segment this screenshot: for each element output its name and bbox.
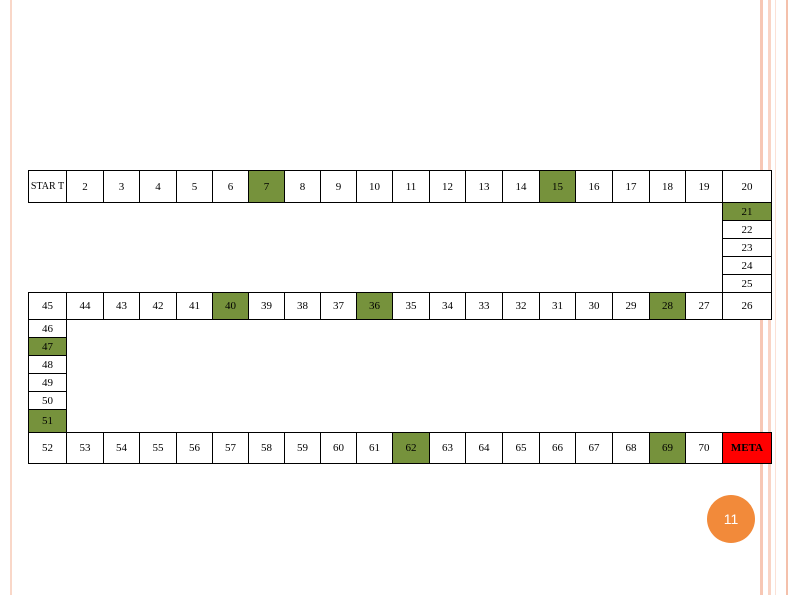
board-cell: 68 [612, 432, 650, 464]
board-cell: 55 [139, 432, 177, 464]
board-cell: 59 [284, 432, 321, 464]
board-cell: 24 [722, 256, 772, 275]
board-cell-highlighted: 15 [539, 170, 576, 203]
board-cell: 29 [612, 292, 650, 320]
board-cell: 23 [722, 238, 772, 257]
board-cell: 22 [722, 220, 772, 239]
board-cell: 52 [28, 432, 67, 464]
board-cell: 49 [28, 373, 67, 392]
board-cell: 43 [103, 292, 140, 320]
board-cell: 66 [539, 432, 576, 464]
board-cell: 70 [685, 432, 723, 464]
board-cell: 30 [575, 292, 613, 320]
board-cell-highlighted: 21 [722, 202, 772, 221]
board-cell: 45 [28, 292, 67, 320]
board-cell: 39 [248, 292, 285, 320]
board-cell: 25 [722, 274, 772, 293]
board-cell-highlighted: 7 [248, 170, 285, 203]
board-cell: 63 [429, 432, 466, 464]
board-cell: 3 [103, 170, 140, 203]
board-cell: 20 [722, 170, 772, 203]
board-cell: 32 [502, 292, 540, 320]
board-cell: 35 [392, 292, 430, 320]
board-cell-highlighted: 36 [356, 292, 393, 320]
board-cell: 50 [28, 391, 67, 410]
board-cell: 53 [66, 432, 104, 464]
board-cell: 4 [139, 170, 177, 203]
board-cell: 48 [28, 355, 67, 374]
board-cell: 17 [612, 170, 650, 203]
board-cell: 64 [465, 432, 503, 464]
board-cell-highlighted: 28 [649, 292, 686, 320]
board-cell: 46 [28, 319, 67, 338]
board-cell-highlighted: 51 [28, 409, 67, 433]
board-cell: 56 [176, 432, 213, 464]
board-cell: 54 [103, 432, 140, 464]
board-cell: 33 [465, 292, 503, 320]
board-cell: 58 [248, 432, 285, 464]
board-cell: 19 [685, 170, 723, 203]
board-cell: 37 [320, 292, 357, 320]
board-cell: 44 [66, 292, 104, 320]
board-cell-highlighted: 69 [649, 432, 686, 464]
board-cell-finish: META [722, 432, 772, 464]
slide-border-right-4 [786, 0, 788, 595]
page-number-badge: 11 [707, 495, 755, 543]
board-cell: 41 [176, 292, 213, 320]
board-cell-start: STAR T [28, 170, 67, 203]
board-cell: 61 [356, 432, 393, 464]
board-cell: 42 [139, 292, 177, 320]
board-cell: 57 [212, 432, 249, 464]
board-cell: 65 [502, 432, 540, 464]
board-cell: 13 [465, 170, 503, 203]
board-cell-highlighted: 62 [392, 432, 430, 464]
board-cell-highlighted: 47 [28, 337, 67, 356]
board-cell: 6 [212, 170, 249, 203]
board-cell: 34 [429, 292, 466, 320]
board-cell: 26 [722, 292, 772, 320]
board-cell: 16 [575, 170, 613, 203]
board-cell: 10 [356, 170, 393, 203]
board-cell: 2 [66, 170, 104, 203]
board-cell: 38 [284, 292, 321, 320]
board-cell: 18 [649, 170, 686, 203]
board-cell: 60 [320, 432, 357, 464]
board-cell: 12 [429, 170, 466, 203]
board-cell: 14 [502, 170, 540, 203]
slide-border-left [10, 0, 12, 595]
board-cell: 9 [320, 170, 357, 203]
board-cell: 67 [575, 432, 613, 464]
slide-border-right-2 [775, 0, 776, 595]
board-cell: 5 [176, 170, 213, 203]
board-cell: 31 [539, 292, 576, 320]
board-cell: 27 [685, 292, 723, 320]
board-cell-highlighted: 40 [212, 292, 249, 320]
board-cell: 11 [392, 170, 430, 203]
board-cell: 8 [284, 170, 321, 203]
